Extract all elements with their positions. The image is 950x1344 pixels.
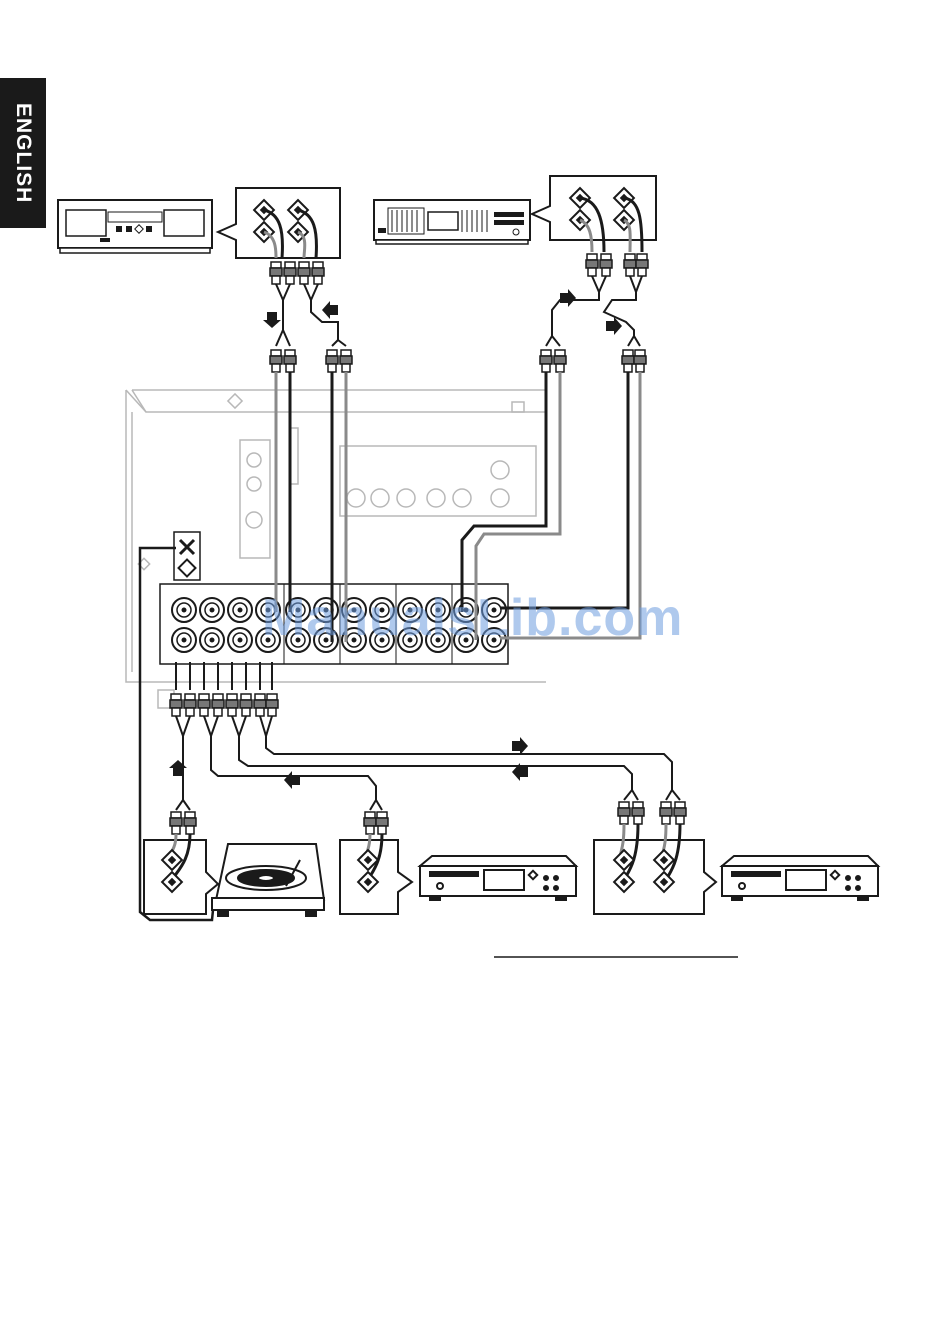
turntable-icon	[212, 844, 324, 916]
cd-player-jack-callout	[340, 834, 412, 914]
watermark-text: ManualsLib.com	[262, 588, 683, 648]
cd-recorder-jack-callout	[594, 824, 716, 914]
cd-player-icon	[420, 856, 576, 900]
receiver-output-plugs	[170, 662, 278, 736]
cassette-deck-icon	[58, 200, 212, 253]
ground-terminal	[174, 532, 200, 580]
cd-recorder-icon	[722, 856, 878, 900]
equalizer-icon	[374, 200, 530, 244]
turntable-jack-callout	[144, 834, 218, 914]
equalizer-jack-callout	[532, 176, 656, 252]
cassette-jack-callout	[218, 188, 340, 258]
